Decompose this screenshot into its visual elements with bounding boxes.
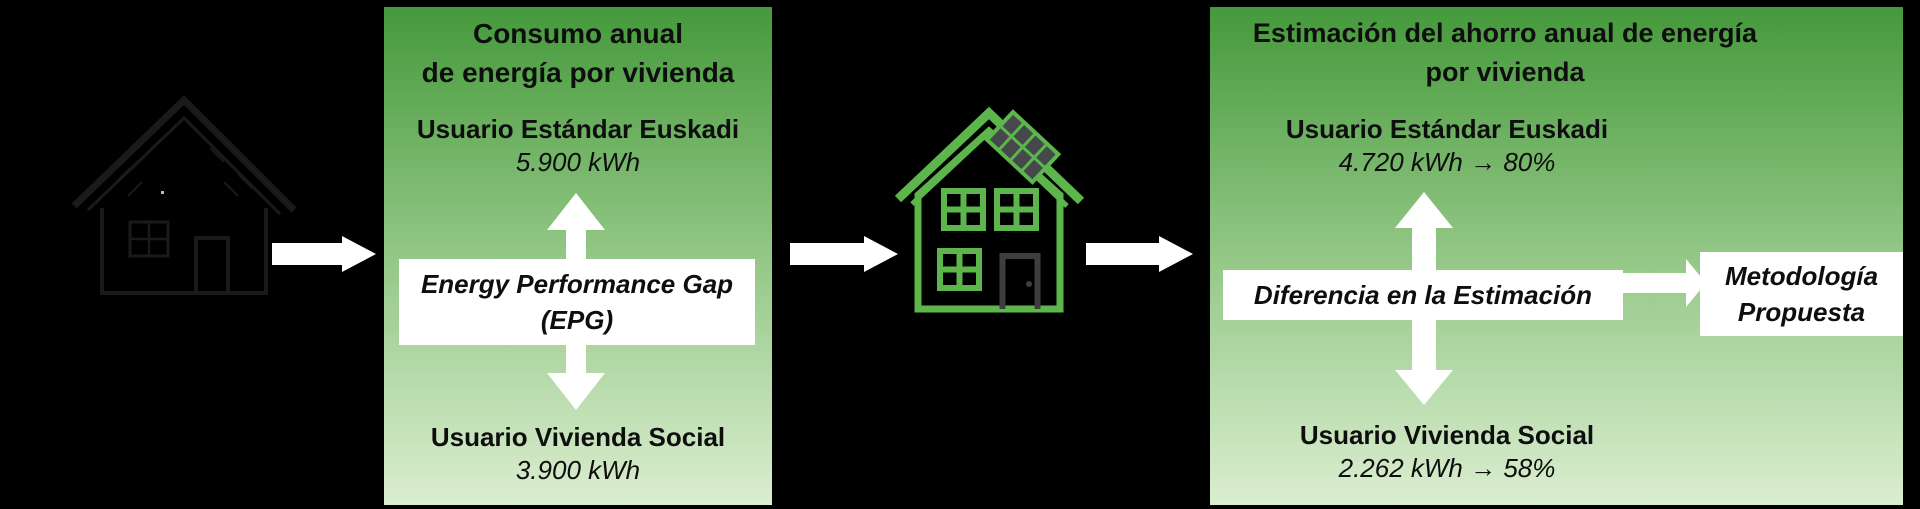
house-windows	[937, 188, 1039, 291]
consumo-standard-user-value: 5.900 kWh	[515, 147, 641, 177]
ahorro-social-user-value: 2.262 kWh → 58%	[1338, 453, 1556, 483]
house-door	[999, 253, 1041, 309]
methodology-box: Metodología Propuesta	[1700, 252, 1903, 336]
consumo-standard-user-label: Usuario Estándar Euskadi	[416, 114, 740, 144]
ahorro-standard-user-value: 4.720 kWh → 80%	[1338, 147, 1556, 177]
right-arrow-icon-2	[790, 236, 898, 272]
ahorro-title-line2: por vivienda	[1425, 57, 1585, 87]
solar-panel-icon	[984, 109, 1062, 185]
green-house-solar-icon	[894, 106, 1085, 313]
sketch-highlight-speck	[161, 191, 164, 194]
ahorro-standard-user-label: Usuario Estándar Euskadi	[1285, 114, 1609, 144]
door-knob	[1026, 281, 1032, 287]
ahorro-standard-user-block: Usuario Estándar Euskadi 4.720 kWh → 80%	[1197, 112, 1697, 179]
epg-box: Energy Performance Gap (EPG)	[399, 259, 755, 345]
epg-box-line2: (EPG)	[540, 305, 614, 335]
consumo-title-line1: Consumo anual	[472, 18, 683, 49]
difference-box-label: Diferencia en la Estimación	[1253, 280, 1593, 310]
consumo-title-line2: de energía por vivienda	[421, 57, 735, 88]
right-arrow-icon-3	[1086, 236, 1193, 272]
methodology-box-line1: Metodología	[1724, 261, 1879, 291]
ahorro-title: Estimación del ahorro anual de energía p…	[1155, 14, 1855, 92]
methodology-box-line2: Propuesta	[1737, 297, 1866, 327]
ahorro-title-line1: Estimación del ahorro anual de energía	[1252, 18, 1758, 48]
consumo-social-user-label: Usuario Vivienda Social	[430, 422, 726, 452]
sketch-house-icon	[71, 95, 297, 295]
right-arrow-icon-1	[272, 236, 376, 272]
house-roof-inner	[910, 128, 1069, 208]
right-arrow-icon-mini	[1623, 259, 1706, 307]
consumo-standard-user-block: Usuario Estándar Euskadi 5.900 kWh	[384, 112, 772, 179]
ahorro-social-user-block: Usuario Vivienda Social 2.262 kWh → 58%	[1197, 418, 1697, 485]
ahorro-social-user-label: Usuario Vivienda Social	[1299, 420, 1595, 450]
consumo-social-user-block: Usuario Vivienda Social 3.900 kWh	[384, 420, 772, 487]
house-roof-outer	[894, 106, 1085, 205]
epg-box-line1: Energy Performance Gap	[420, 269, 734, 299]
consumo-title: Consumo anual de energía por vivienda	[384, 14, 772, 92]
difference-box: Diferencia en la Estimación	[1223, 270, 1623, 320]
consumo-social-user-value: 3.900 kWh	[515, 455, 641, 485]
